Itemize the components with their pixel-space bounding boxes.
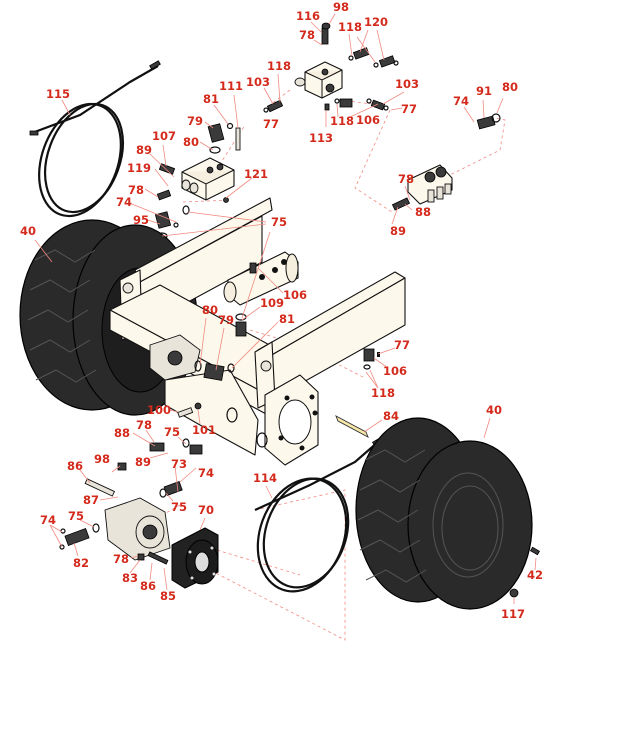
callout-118: 118 [338,20,362,34]
callout-73: 73 [171,457,187,471]
callout-118: 118 [267,59,291,73]
callout-80: 80 [183,135,199,149]
wheel-hub-70 [171,527,219,589]
callout-75: 75 [68,509,84,523]
callout-78: 78 [398,172,414,186]
callout-40: 40 [486,403,502,417]
callout-115: 115 [46,87,70,101]
callout-74: 74 [198,466,214,480]
callout-89: 89 [390,224,406,238]
callout-75: 75 [171,500,187,514]
callout-89: 89 [135,455,151,469]
callout-78: 78 [128,183,144,197]
callout-118: 118 [371,386,395,400]
callout-95: 95 [133,213,149,227]
callout-83: 83 [122,571,138,585]
callout-119: 119 [127,161,151,175]
callout-121: 121 [244,167,268,181]
callout-98: 98 [94,452,110,466]
callout-118: 118 [330,114,354,128]
callout-75: 75 [164,425,180,439]
callout-77: 77 [263,117,279,131]
callout-81: 81 [279,312,295,326]
mid-fittings [149,334,380,418]
callout-79: 79 [187,114,203,128]
callout-103: 103 [246,75,270,89]
callout-74: 74 [116,195,132,209]
callout-88: 88 [415,205,431,219]
callout-91: 91 [476,84,492,98]
callout-75: 75 [271,215,287,229]
throttle-cable-115 [29,60,161,218]
callout-70: 70 [198,503,214,517]
callout-106: 106 [383,364,407,378]
callout-107: 107 [152,129,176,143]
callout-74: 74 [40,513,56,527]
callout-80: 80 [502,80,518,94]
callout-101: 101 [192,423,216,437]
gear-pump [223,251,299,337]
callout-86: 86 [67,459,83,473]
callout-84: 84 [383,409,399,423]
callout-74: 74 [453,94,469,108]
callout-114: 114 [253,471,277,485]
callout-103: 103 [395,77,419,91]
callout-42: 42 [527,568,543,582]
callout-106: 106 [283,288,307,302]
callout-109: 109 [260,296,284,310]
callout-77: 77 [394,338,410,352]
callout-85: 85 [160,589,176,603]
callout-106: 106 [356,113,380,127]
callout-labels: 116 98 78 118 120 118 103 77 113 118 106… [20,0,543,621]
callout-100: 100 [147,403,171,417]
callout-82: 82 [73,556,89,570]
callout-98: 98 [333,0,349,14]
leader-lines [34,13,537,604]
callout-40: 40 [20,224,36,238]
callout-116: 116 [296,9,320,23]
callout-81: 81 [203,92,219,106]
left-valve-block [154,122,241,240]
throttle-cable-114 [254,437,383,593]
callout-89: 89 [136,143,152,157]
callout-88: 88 [114,426,130,440]
top-manifold-block [263,22,399,113]
callout-78: 78 [136,418,152,432]
hydraulic-motor [59,438,203,565]
callout-87: 87 [83,493,99,507]
callout-86: 86 [140,579,156,593]
right-valve-assembly [391,113,501,211]
right-tire [355,417,533,610]
callout-117: 117 [501,607,525,621]
callout-77: 77 [401,102,417,116]
callout-78: 78 [299,28,315,42]
callout-79: 79 [218,313,234,327]
axle-pin-84 [335,415,369,438]
callout-111: 111 [219,79,243,93]
callout-78: 78 [113,552,129,566]
callout-120: 120 [364,15,388,29]
callout-113: 113 [309,131,333,145]
callout-80: 80 [202,303,218,317]
